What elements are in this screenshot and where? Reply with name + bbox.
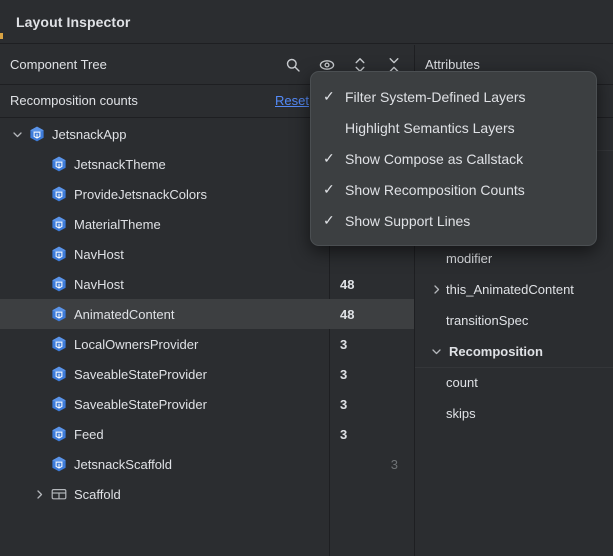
menu-item[interactable]: ✓Filter System-Defined Layers: [311, 81, 596, 112]
recomposition-count-value: 3: [330, 419, 414, 449]
tree-twisty-placeholder: [32, 217, 46, 231]
attribute-label: Recomposition: [449, 344, 543, 359]
attribute-row[interactable]: modifier: [415, 243, 613, 274]
compose-node-icon: [50, 185, 68, 203]
compose-node-icon: [50, 305, 68, 323]
tree-twisty-placeholder: [32, 337, 46, 351]
compose-node-icon: [50, 245, 68, 263]
attribute-label: count: [446, 375, 478, 390]
gutter-mark-0: [0, 33, 3, 39]
compose-node-icon: [50, 155, 68, 173]
chevron-right-icon[interactable]: [429, 283, 443, 297]
tree-node-label: JetsnackApp: [52, 127, 126, 142]
menu-item-label: Show Compose as Callstack: [345, 151, 523, 167]
check-icon: ✓: [323, 88, 345, 105]
compose-node-icon: [50, 275, 68, 293]
attribute-row[interactable]: transitionSpec: [415, 305, 613, 336]
search-icon[interactable]: [281, 53, 305, 77]
recomposition-count-value: 3: [330, 329, 414, 359]
recomposition-count-value: 48: [330, 299, 414, 329]
attribute-group-row[interactable]: Recomposition: [415, 336, 613, 367]
menu-item-label: Filter System-Defined Layers: [345, 89, 526, 105]
page-title: Layout Inspector: [16, 14, 130, 30]
attribute-label: this_AnimatedContent: [446, 282, 574, 297]
menu-item[interactable]: ✓Show Compose as Callstack: [311, 143, 596, 174]
attribute-row[interactable]: skips: [415, 398, 613, 429]
tree-twisty-placeholder: [32, 277, 46, 291]
tree-twisty-placeholder: [32, 427, 46, 441]
check-icon: ✓: [323, 181, 345, 198]
tree-twisty-placeholder: [32, 247, 46, 261]
attribute-label: modifier: [446, 251, 492, 266]
menu-item[interactable]: ✓Show Recomposition Counts: [311, 174, 596, 205]
reset-counts-link[interactable]: Reset: [275, 93, 309, 108]
recomposition-counts-label: Recomposition counts: [10, 93, 138, 108]
tree-node-label: NavHost: [74, 247, 124, 262]
tree-node-label: Scaffold: [74, 487, 121, 502]
tree-node-label: SaveableStateProvider: [74, 397, 207, 412]
attribute-row[interactable]: count: [415, 367, 613, 398]
chevron-down-icon[interactable]: [10, 127, 24, 141]
component-tree-header: Component Tree: [10, 57, 107, 72]
tree-node-label: Feed: [74, 427, 104, 442]
view-options-menu[interactable]: ✓Filter System-Defined LayersHighlight S…: [310, 71, 597, 246]
check-icon: ✓: [323, 212, 345, 229]
tree-node-label: NavHost: [74, 277, 124, 292]
recomposition-count-value: 48: [330, 269, 414, 299]
tree-node-label: ProvideJetsnackColors: [74, 187, 207, 202]
recomposition-count-value: 3: [330, 359, 414, 389]
compose-node-icon: [50, 215, 68, 233]
tree-node-label: AnimatedContent: [74, 307, 174, 322]
menu-item[interactable]: ✓Show Support Lines: [311, 205, 596, 236]
compose-node-icon: [50, 425, 68, 443]
recomposition-count-value: 3: [330, 389, 414, 419]
check-icon: ✓: [323, 150, 345, 167]
attributes-header: Attributes: [425, 57, 480, 72]
tree-row[interactable]: Scaffold: [0, 479, 414, 509]
attribute-label: skips: [446, 406, 476, 421]
compose-node-icon: [50, 455, 68, 473]
menu-item-label: Highlight Semantics Layers: [345, 120, 515, 136]
tree-twisty-placeholder: [32, 187, 46, 201]
tree-twisty-placeholder: [32, 367, 46, 381]
recomposition-count-value: 3: [330, 449, 414, 479]
tree-node-label: SaveableStateProvider: [74, 367, 207, 382]
chevron-down-icon[interactable]: [429, 345, 443, 359]
tree-twisty-placeholder: [32, 397, 46, 411]
menu-item-label: Show Recomposition Counts: [345, 182, 525, 198]
tree-twisty-placeholder: [32, 457, 46, 471]
tree-node-label: LocalOwnersProvider: [74, 337, 198, 352]
attribute-row[interactable]: this_AnimatedContent: [415, 274, 613, 305]
chevron-right-icon[interactable]: [32, 487, 46, 501]
tree-node-label: MaterialTheme: [74, 217, 161, 232]
menu-item-label: Show Support Lines: [345, 213, 470, 229]
compose-node-icon: [50, 395, 68, 413]
compose-node-icon: [50, 365, 68, 383]
tree-node-label: JetsnackScaffold: [74, 457, 172, 472]
attribute-label: transitionSpec: [446, 313, 528, 328]
compose-node-icon: [50, 335, 68, 353]
tree-node-label: JetsnackTheme: [74, 157, 166, 172]
compose-node-icon: [28, 125, 46, 143]
tree-twisty-placeholder: [32, 157, 46, 171]
menu-item[interactable]: Highlight Semantics Layers: [311, 112, 596, 143]
tree-twisty-placeholder: [32, 307, 46, 321]
view-node-icon: [50, 485, 68, 503]
window-titlebar: Layout Inspector: [0, 0, 613, 44]
